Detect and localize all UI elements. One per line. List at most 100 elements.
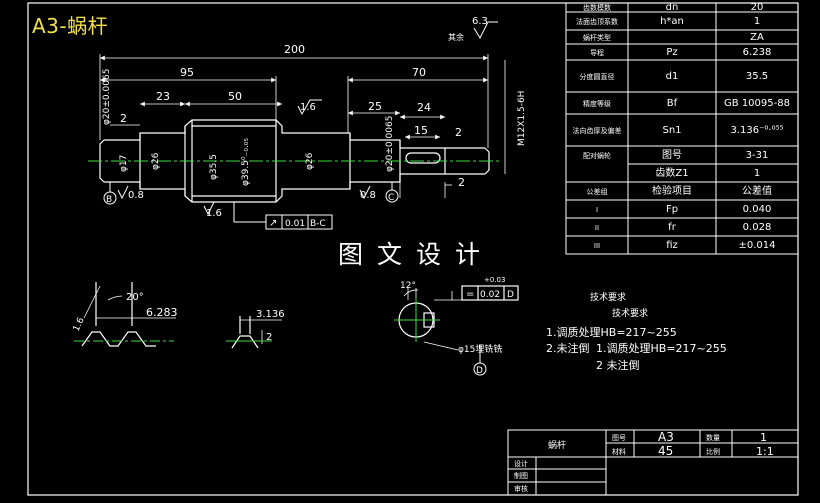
runout-value: 0.01	[285, 219, 305, 229]
tooth-profile-detail	[231, 316, 282, 349]
param-cell-r3-c2: 6.238	[743, 47, 772, 58]
param-cell-r0-c1: dn	[666, 2, 679, 13]
dimension-lines	[99, 54, 506, 198]
param-cell-r0-c0: 齿数模数	[583, 3, 611, 12]
param-cell-r8-c1: 齿数Z1	[655, 166, 688, 179]
runout-datum: B-C	[310, 219, 326, 229]
param-cell-r7-c0: 配对蜗轮	[583, 151, 611, 160]
param-cell-r4-c1: d1	[666, 71, 679, 82]
dim-seg-23: 23	[156, 90, 170, 103]
param-cell-r5-c0: 精度等级	[583, 99, 611, 108]
dim-d-right-journal: φ20±0.0065	[385, 116, 395, 172]
param-cell-r10-c2: 0.040	[743, 204, 772, 215]
roughness-0-8-right: 0.8	[360, 190, 376, 201]
thread-roughness: 1.6	[72, 316, 87, 333]
dim-d-26-left: φ26	[151, 152, 161, 170]
notes-line-2: 2.未注倒	[546, 341, 590, 355]
dim-d-left-journal: φ20±0.0065	[102, 69, 112, 125]
dim-left-length: 95	[180, 66, 194, 79]
param-cell-r5-c1: Bf	[667, 98, 678, 109]
roughness-rest-label: 其余	[448, 32, 464, 42]
notes-line-3: 1.调质处理HB=217~255	[596, 342, 727, 355]
param-cell-r5-c2: GB 10095-88	[724, 98, 790, 109]
title-block-code-label: 图号	[612, 434, 626, 442]
param-cell-r12-c1: fiz	[666, 240, 678, 251]
title-block-scale-value: 1:1	[756, 445, 774, 458]
param-cell-r7-c2: 3-31	[746, 150, 769, 161]
param-cell-r4-c2: 35.5	[746, 71, 768, 82]
drawing-title: A3-蜗杆	[32, 14, 109, 38]
param-cell-r11-c2: 0.028	[743, 222, 772, 233]
title-block-grid	[507, 429, 799, 496]
param-cell-r10-c0: I	[596, 206, 598, 214]
param-cell-r9-c1: 检验项目	[652, 184, 692, 197]
dim-seg-24: 24	[417, 101, 431, 114]
dim-seg-25: 25	[368, 100, 382, 113]
key-diameter-label: φ15埋铣铣	[458, 343, 502, 355]
roughness-1-6-top: 1.6	[300, 102, 316, 113]
roughness-6-3: 6.3	[472, 16, 488, 27]
key-sym-value: 0.02	[480, 290, 500, 300]
title-block-qty-value: 1	[760, 431, 767, 444]
notes-line-1: 1.调质处理HB=217~255	[546, 326, 677, 339]
param-cell-r6-c1: Sn1	[662, 125, 681, 136]
key-angle: 12°	[400, 281, 416, 291]
dim-spline-thread: M12X1.5-6H	[517, 91, 527, 146]
thread-profile-detail	[81, 282, 176, 347]
key-section-view	[398, 285, 519, 351]
param-cell-r2-c2: ZA	[750, 32, 764, 43]
dim-seg-2a: 2	[120, 112, 127, 125]
thread-angle: 20°	[126, 292, 144, 303]
dim-seg-50: 50	[228, 90, 242, 103]
param-cell-r6-c2: 3.136⁻⁰·⁰⁵⁵	[730, 125, 783, 136]
runout-symbol: ↗	[269, 218, 277, 229]
param-cell-r11-c0: II	[595, 224, 599, 232]
datum-markers	[103, 182, 487, 376]
parameter-table-grid	[565, 2, 799, 255]
datum-b: B	[106, 195, 112, 205]
title-block-design-label: 设计	[514, 459, 528, 468]
roughness-symbols	[117, 21, 498, 216]
param-cell-r6-c0: 法向齿厚及偏差	[573, 126, 622, 135]
title-block-material-label: 材料	[612, 447, 626, 456]
dim-overall: 200	[284, 43, 305, 56]
param-cell-r2-c0: 蜗杆类型	[583, 33, 611, 42]
title-block-check-label: 审核	[514, 484, 528, 493]
title-block-scale-label: 比例	[706, 447, 720, 456]
param-cell-r9-c0: 公差组	[587, 187, 608, 196]
param-cell-r3-c0: 导程	[590, 48, 604, 57]
param-cell-r8-c2: 1	[754, 168, 760, 179]
key-tolerance-note: +0.03	[484, 276, 505, 284]
datum-d: D	[476, 366, 483, 376]
dim-d-39-5: φ39.5⁰₋₀.₀₅	[241, 138, 251, 186]
key-sym-symbol: =	[466, 289, 474, 300]
dim-seg-2c: 2	[458, 176, 465, 189]
param-cell-r1-c0: 法面齿顶系数	[576, 17, 618, 26]
notes-heading-1: 技术要求	[590, 291, 626, 303]
param-cell-r12-c2: ±0.014	[738, 240, 775, 251]
runout-frame	[233, 202, 333, 230]
datum-c: C	[388, 193, 394, 203]
title-block-code-value: A3	[658, 430, 674, 444]
param-cell-r1-c1: h*an	[660, 16, 684, 27]
title-block-qty-label: 数量	[706, 433, 720, 442]
title-block-name: 蜗杆	[548, 439, 566, 451]
title-block-draw-label: 制图	[514, 471, 528, 480]
param-cell-r7-c1: 图号	[662, 149, 682, 161]
roughness-0-8-left: 0.8	[128, 190, 144, 201]
tooth-depth: 2	[266, 332, 272, 343]
param-cell-r1-c2: 1	[754, 16, 760, 27]
param-cell-r12-c0: III	[594, 242, 600, 250]
watermark-text: 图文设计	[338, 240, 495, 269]
dim-d-17: φ17	[119, 155, 129, 172]
title-block-material-value: 45	[658, 444, 673, 458]
notes-line-4: 2 未注倒	[596, 358, 640, 372]
key-sym-datum: D	[507, 290, 514, 300]
roughness-1-6-bottom: 1.6	[206, 208, 222, 219]
dim-seg-2b: 2	[455, 126, 462, 139]
param-cell-r11-c1: fr	[668, 222, 677, 233]
param-cell-r9-c2: 公差值	[742, 184, 772, 197]
notes-heading-2: 技术要求	[612, 307, 648, 319]
param-cell-r10-c1: Fp	[666, 204, 678, 215]
